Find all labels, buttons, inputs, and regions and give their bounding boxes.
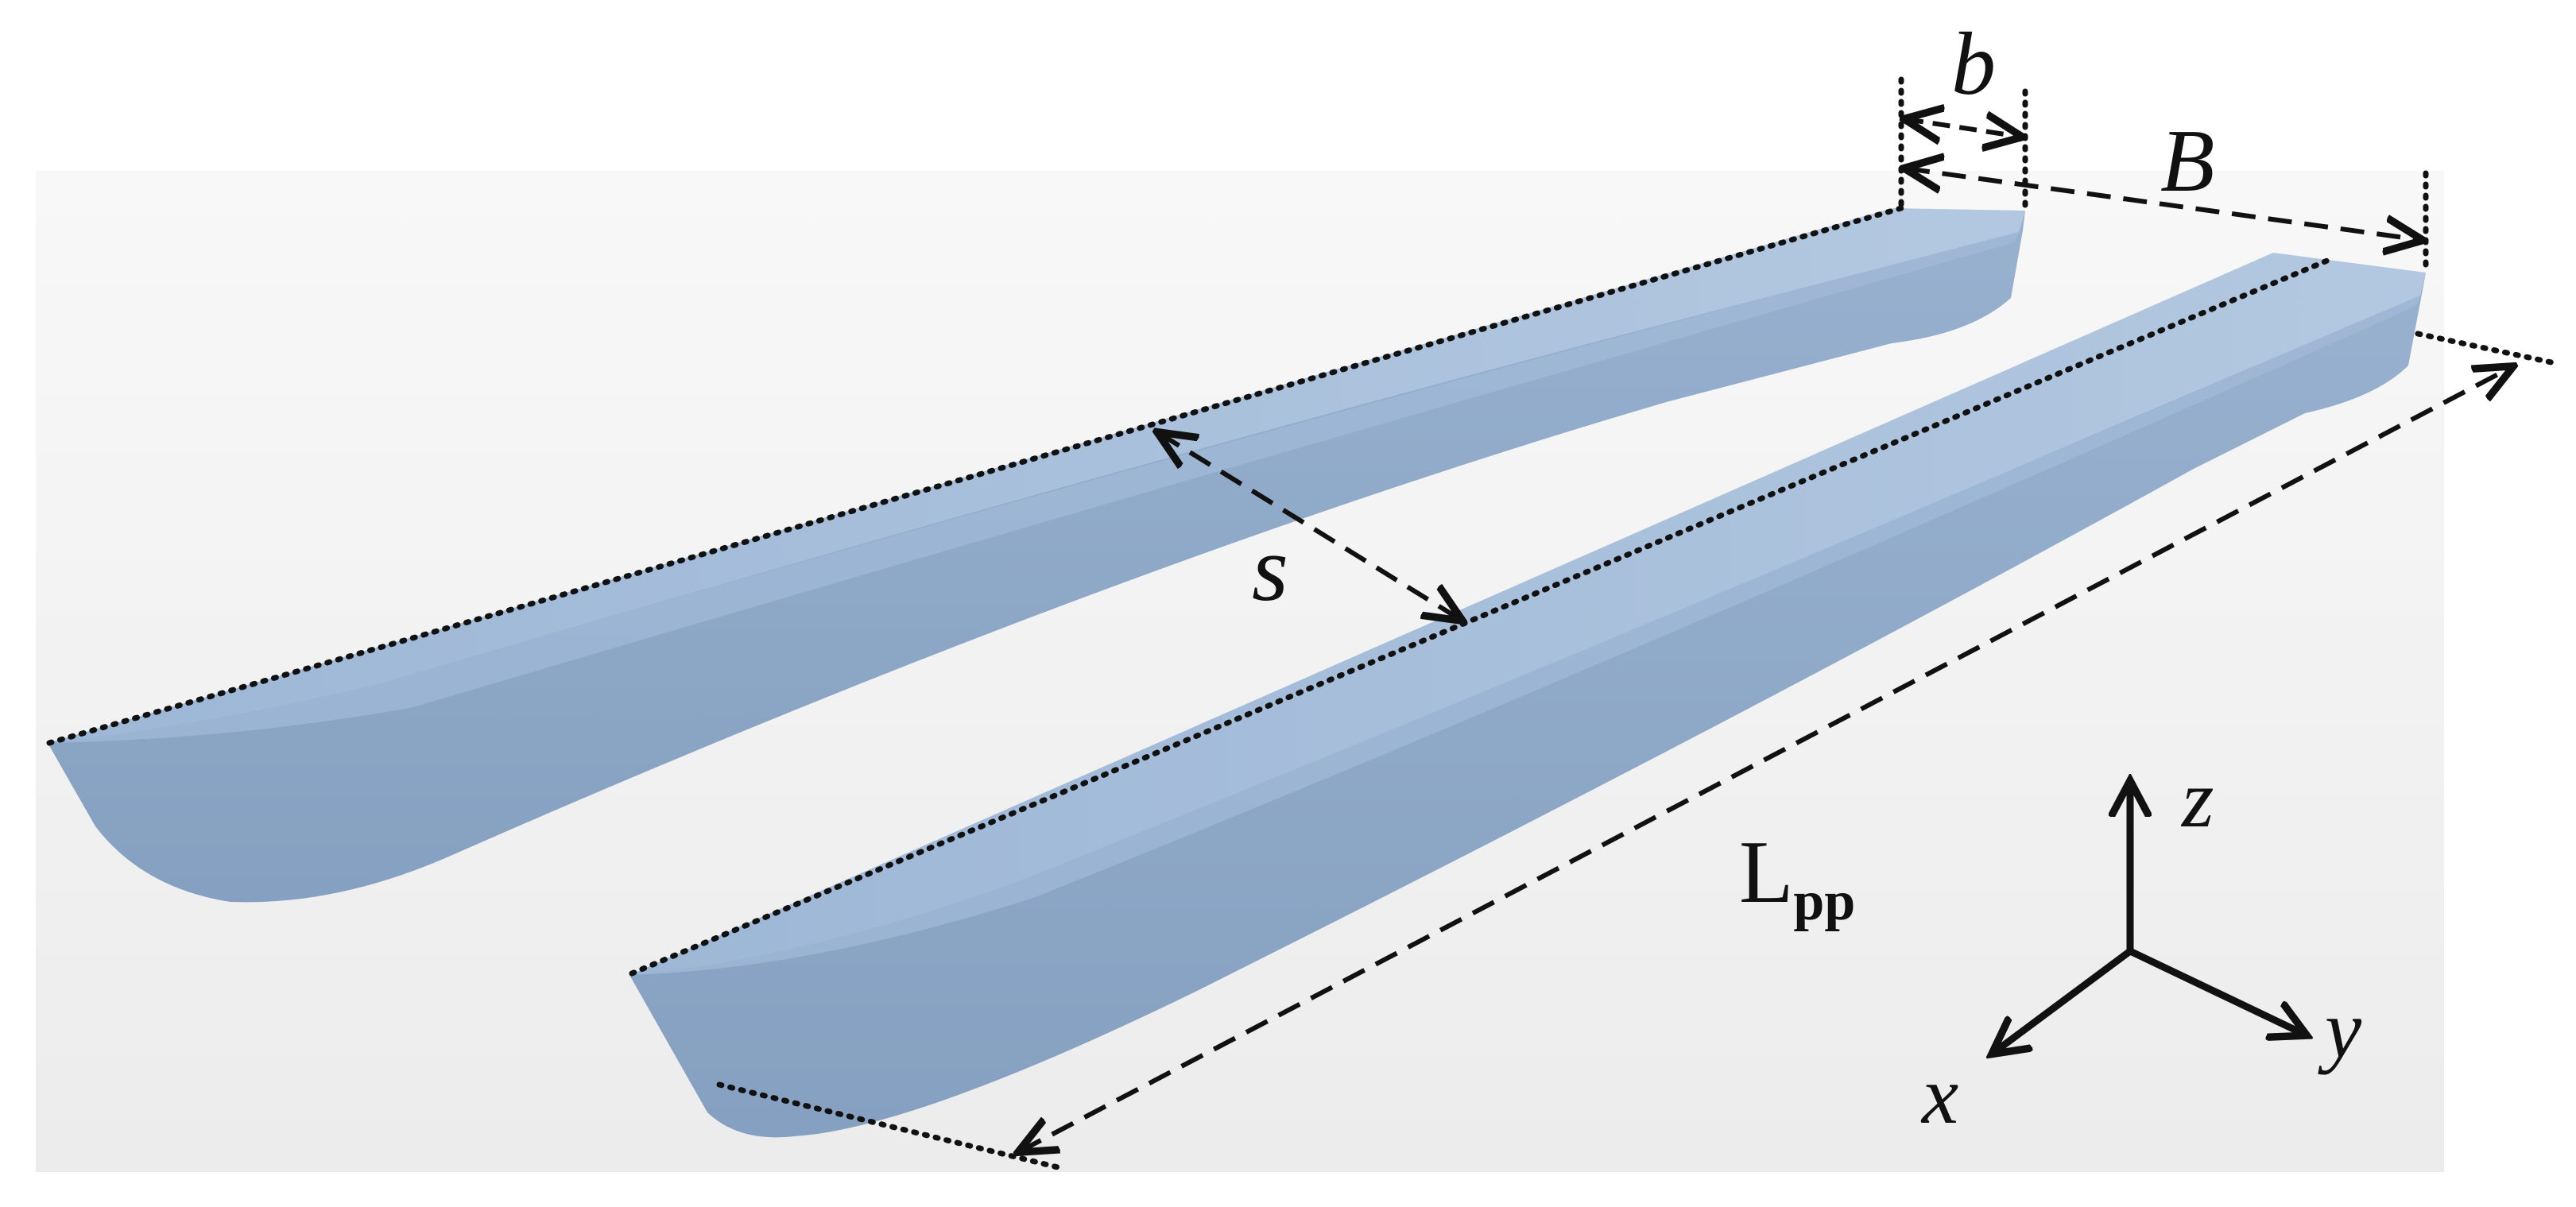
label-lpp-subscript: pp bbox=[1793, 871, 1855, 932]
label-s: s bbox=[1252, 516, 1288, 621]
label-lpp: Lpp bbox=[1739, 823, 1855, 932]
b-dimension-arrow bbox=[1906, 119, 2020, 137]
lpp-dimension-arrow bbox=[1020, 367, 2512, 1151]
axis-label-x: x bbox=[1920, 1050, 1958, 1141]
bow-extension-line bbox=[716, 1081, 1064, 1171]
axis-label-y: y bbox=[2318, 984, 2362, 1075]
x-axis bbox=[1993, 948, 2132, 1053]
label-lpp-main: L bbox=[1739, 823, 1793, 922]
B-dimension-arrow bbox=[1906, 168, 2421, 240]
label-b: b bbox=[1951, 15, 1996, 114]
label-B: B bbox=[2160, 112, 2214, 211]
axis-label-z: z bbox=[2180, 753, 2214, 845]
dimension-annotations: b B s Lpp bbox=[46, 15, 2555, 1171]
left-hull-centerline bbox=[46, 205, 1904, 746]
coordinate-axes: z y x bbox=[1920, 753, 2362, 1141]
y-axis bbox=[2129, 947, 2305, 1035]
stern-extension-line bbox=[2415, 331, 2555, 366]
